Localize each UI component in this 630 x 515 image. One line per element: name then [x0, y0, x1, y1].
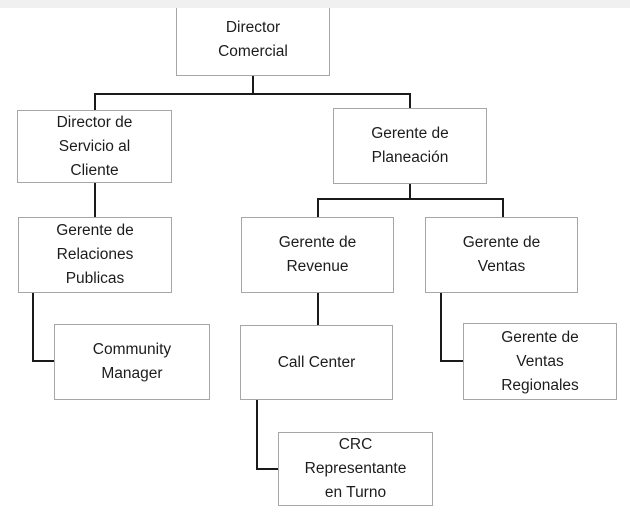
org-node-call-center: Call Center: [240, 325, 393, 400]
org-node-label: CRC Representante en Turno: [304, 436, 407, 501]
connector-ventas-riser: [502, 198, 504, 218]
connector-relaciones-community-vertical: [32, 293, 34, 362]
org-node-label: Gerente de Ventas Regionales: [501, 328, 579, 394]
org-node-director-comercial: Director Comercial: [176, 3, 330, 76]
connector-revenue-riser: [317, 198, 319, 218]
org-node-label: Gerente de Planeación: [371, 125, 449, 166]
below-page-area: [0, 0, 630, 8]
connector-revenue-callcenter: [317, 293, 319, 326]
org-node-director-servicio-al-cliente: Director de Servicio al Cliente: [17, 110, 172, 183]
connector-level1-horizontal: [94, 93, 411, 95]
org-node-gerente-relaciones-publicas: Gerente de Relaciones Publicas: [18, 217, 172, 293]
org-node-gerente-ventas-regionales: Gerente de Ventas Regionales: [463, 323, 617, 400]
org-node-label: Gerente de Relaciones Publicas: [56, 222, 134, 287]
org-node-community-manager: Community Manager: [54, 324, 210, 400]
connector-director-servicio-riser: [94, 93, 96, 111]
connector-ventas-regionales-vertical: [440, 293, 442, 362]
org-node-label: Director Comercial: [218, 18, 288, 60]
connector-ventas-regionales-horizontal: [440, 360, 464, 362]
org-node-label: Gerente de Revenue: [278, 234, 357, 275]
org-node-label: Call Center: [277, 353, 356, 371]
connector-level2-horizontal: [317, 198, 504, 200]
connector-planeacion-drop: [409, 184, 411, 200]
org-node-gerente-de-revenue: Gerente de Revenue: [241, 217, 394, 293]
org-node-label: Gerente de Ventas: [462, 234, 541, 275]
connector-director-comercial-drop: [252, 76, 254, 95]
connector-gerente-planeacion-riser: [409, 93, 411, 109]
org-node-label: Director de Servicio al Cliente: [56, 113, 133, 179]
org-node-gerente-de-planeacion: Gerente de Planeación: [333, 108, 487, 184]
org-node-gerente-de-ventas: Gerente de Ventas: [425, 217, 578, 293]
org-node-crc-representante-en-turno: CRC Representante en Turno: [278, 432, 433, 506]
connector-servicio-relaciones: [94, 183, 96, 218]
org-node-label: Community Manager: [92, 341, 172, 382]
connector-callcenter-crc-horizontal: [256, 468, 279, 470]
connector-relaciones-community-horizontal: [32, 360, 55, 362]
connector-callcenter-crc-vertical: [256, 400, 258, 470]
